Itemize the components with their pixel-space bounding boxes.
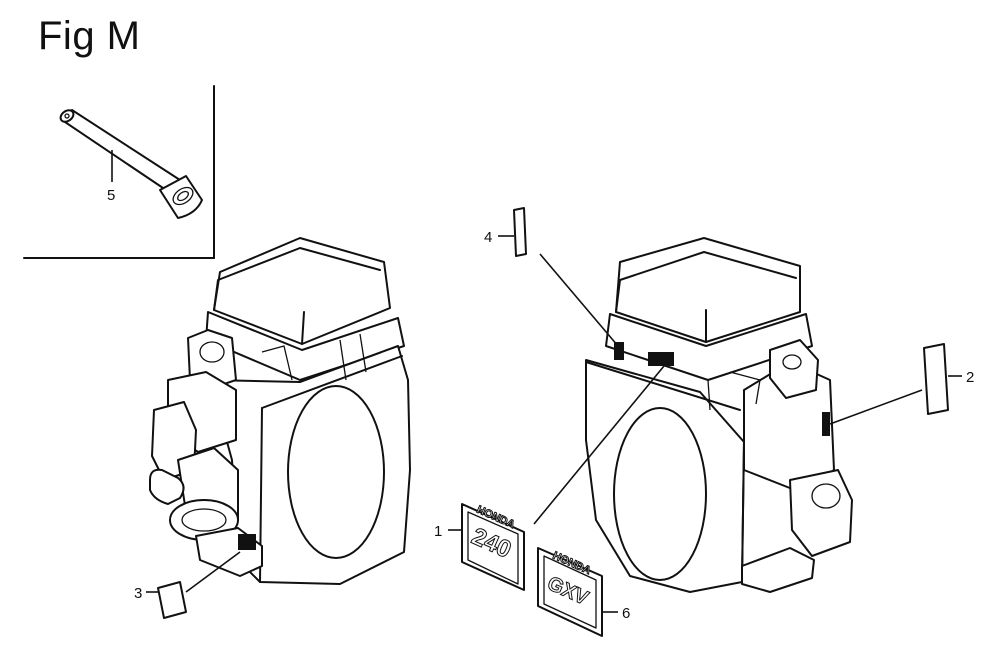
label-area-4	[614, 342, 624, 360]
leader-2	[829, 389, 923, 425]
callout-4: 4	[484, 229, 492, 246]
callout-1: 1	[434, 523, 442, 540]
part-3-label[interactable]	[157, 581, 187, 619]
engine-left	[149, 237, 411, 585]
leader-4	[539, 253, 619, 347]
callout-2: 2	[966, 369, 974, 386]
callout-6: 6	[622, 605, 630, 622]
engine-right	[585, 237, 853, 593]
label-area-2	[822, 412, 830, 436]
leader-3	[185, 551, 241, 593]
figure-title: Fig M	[38, 14, 141, 58]
inset-frame	[23, 85, 215, 259]
part-2-label[interactable]	[923, 343, 949, 415]
label-area-3	[238, 534, 256, 550]
callout-3: 3	[134, 585, 142, 602]
part-4-label[interactable]	[513, 207, 527, 257]
label-area-1	[648, 352, 674, 366]
part-1-decal[interactable]: HONDA 240	[461, 503, 525, 591]
part-6-decal[interactable]: HONDA GXV	[537, 547, 603, 637]
leader-1	[533, 365, 665, 525]
part-5-tube[interactable]	[58, 108, 203, 219]
callout-5: 5	[107, 187, 115, 204]
